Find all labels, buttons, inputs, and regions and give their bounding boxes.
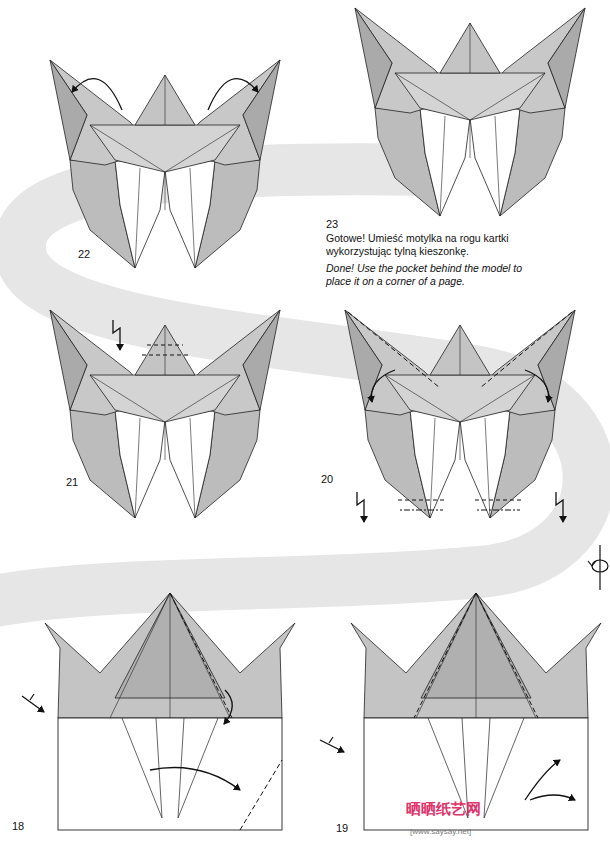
step-21-model-part — [113, 320, 120, 350]
step-20-model-part — [480, 312, 572, 388]
step-20-model-part — [477, 510, 520, 511]
step-22-model-part — [72, 79, 122, 110]
step-20-model-part — [345, 310, 575, 518]
step-19-model-part — [351, 593, 601, 830]
step-18-model-part — [22, 696, 44, 712]
step-19-model-part — [476, 593, 538, 718]
step-number: 20 — [321, 473, 333, 486]
step-19-model-part — [525, 760, 560, 800]
step-18-model-part — [150, 768, 240, 791]
step-20-model — [345, 310, 575, 522]
step-20-model-part — [371, 370, 395, 402]
step-22-model-part — [208, 79, 258, 110]
turn-over-symbol — [588, 545, 608, 590]
step-number: 18 — [12, 820, 24, 833]
step-number: 21 — [66, 476, 78, 489]
step-19-model-part — [414, 593, 476, 718]
background-band-part — [0, 169, 589, 602]
background-band — [0, 169, 589, 602]
step-22-model — [50, 60, 280, 268]
step-20-model-part — [398, 500, 445, 501]
watermark: 晒晒纸艺网 — [406, 800, 481, 818]
step-number: 22 — [78, 248, 90, 261]
step-21-model-part — [50, 310, 280, 518]
step-18-model-part — [30, 694, 34, 700]
step-21-model-part — [142, 355, 188, 356]
turn-over-symbol-part — [592, 560, 608, 572]
step-18-model-part — [224, 690, 232, 724]
step-19-model-part — [329, 737, 333, 743]
step-20-model-part — [556, 492, 563, 522]
step-23-model-part — [355, 8, 585, 216]
step-20-model-part — [348, 312, 440, 388]
step-18-model-part — [45, 593, 295, 830]
note-polish: Gotowe! Umieść motylka na rogu kartki wy… — [326, 232, 548, 257]
note-english: Done! Use the pocket behind the model to… — [326, 262, 548, 287]
step-20-model-part — [475, 500, 522, 501]
step-18-model-part — [170, 593, 232, 718]
step-18-model — [22, 593, 295, 830]
step-19-model-part — [530, 795, 575, 800]
step-19-model — [320, 593, 601, 830]
step-22-model-part — [50, 60, 280, 268]
step-20-model-part — [357, 492, 364, 522]
step-19-model-part — [320, 740, 344, 752]
turn-over-symbol-part — [599, 545, 600, 590]
step-23-model — [355, 8, 585, 216]
step-number: 19 — [336, 822, 348, 835]
step-20-model-part — [525, 370, 549, 402]
turn-over-symbol-part — [588, 561, 596, 566]
step-21-model-part — [147, 345, 183, 346]
step-18-model-part — [240, 760, 282, 830]
watermark-url: [www.saysay.net] — [410, 827, 471, 837]
step-number: 23 — [326, 218, 338, 231]
step-20-model-part — [400, 510, 443, 511]
step-21-model — [50, 310, 280, 518]
